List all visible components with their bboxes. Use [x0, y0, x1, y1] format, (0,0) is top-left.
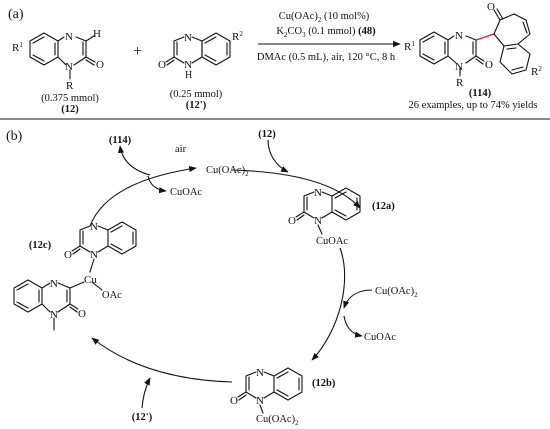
- product-114-atom-o-top: O: [487, 1, 495, 13]
- intermediate-12b-structure: [237, 367, 303, 414]
- product-114-atom-n-bottom: N: [455, 61, 463, 73]
- cycle-cuoac2-right: Cu(OAc)2: [375, 286, 418, 299]
- panel-b-label: (b): [6, 129, 23, 144]
- product-114-atom-o: O: [485, 59, 493, 71]
- condition-solvent: DMAc (0.5 mL), air, 120 °C, 8 h: [257, 52, 396, 63]
- intermediate-12a-atom-n-bottom: N: [314, 215, 322, 227]
- reactant-12-atom-n-bottom: N: [65, 61, 73, 73]
- intermediate-12b-ref: (12b): [312, 378, 336, 389]
- product-114-summary: 26 examples, up to 74% yields: [409, 100, 538, 111]
- intermediate-12b-cuoac2: Cu(OAc)2: [256, 414, 299, 427]
- branch-arrow-12p-in: [141, 377, 151, 409]
- reactant-12p-amount: (0.25 mmol): [170, 89, 223, 100]
- intermediate-12b-atom-n-top: N: [256, 367, 264, 379]
- product-114-r2-group: R2: [531, 65, 542, 78]
- intermediate-12c-atom-n-mid: N: [90, 249, 98, 261]
- reactant-12-ref: (12): [61, 104, 79, 115]
- intermediate-12c-atom-n-top: N: [90, 221, 98, 233]
- product-114-structure: [419, 8, 531, 77]
- cycle-product-114: (114): [109, 135, 132, 146]
- reactant-12-atom-h: H: [93, 28, 101, 40]
- intermediate-12b-atom-n-bottom: N: [256, 395, 264, 407]
- condition-catalyst: Cu(OAc)2 (10 mol%): [279, 11, 370, 24]
- intermediate-12c-atom-o-top: O: [64, 249, 72, 261]
- reactant-12p-r2-group: R2: [232, 30, 243, 43]
- reactant-12p-atom-nh: N: [184, 59, 192, 71]
- branch-arrow-12-in: [267, 139, 289, 173]
- intermediate-12b-atom-o: O: [230, 395, 238, 407]
- branch-arrow-cuoac-out: [343, 315, 363, 338]
- intermediate-12c-oac: OAc: [102, 290, 122, 301]
- intermediate-12a-cuoac: CuOAc: [316, 236, 348, 247]
- cycle-cuoac2-top: Cu(OAc)2: [206, 165, 249, 178]
- reactant-12-amount: (0.375 mmol): [41, 93, 99, 104]
- intermediate-12a-atom-n-top: N: [314, 187, 322, 199]
- branch-arrow-cuoac-top: [147, 175, 167, 194]
- reactant-12p-atom-h: H: [185, 70, 192, 81]
- intermediate-12c-ref: (12c): [29, 240, 52, 251]
- intermediate-12c-cu: Cu: [84, 274, 97, 286]
- cycle-arc-top-left: [89, 165, 197, 227]
- intermediate-12c-atom-o-bottom: O: [78, 308, 86, 320]
- product-114-ref: (114): [469, 88, 492, 99]
- cycle-reagent-12p: (12'): [132, 412, 153, 423]
- product-114-r-group: R: [456, 77, 464, 89]
- intermediate-12c-atom-n-lower: N: [50, 278, 58, 290]
- cycle-reagent-12: (12): [258, 129, 276, 140]
- cycle-cuoac-top: CuOAc: [170, 187, 202, 198]
- reactant-12p-structure: [165, 32, 231, 66]
- cycle-air: air: [175, 144, 187, 155]
- cycle-arc-bottom: [91, 337, 233, 383]
- intermediate-12a-structure: [295, 187, 361, 235]
- intermediate-12a-atom-o: O: [288, 215, 296, 227]
- cycle-cuoac-right: CuOAc: [364, 332, 396, 343]
- reactant-12p-atom-o: O: [158, 59, 166, 71]
- intermediate-12c-atom-n-bottom: N: [50, 309, 58, 321]
- condition-base: K2CO3 (0.1 mmol) (48): [276, 26, 376, 39]
- intermediate-12a-ref: (12a): [372, 201, 395, 212]
- panel-a-label: (a): [8, 7, 24, 22]
- product-114-r1-group: R1: [404, 40, 415, 53]
- product-114-atom-n-top: N: [455, 30, 463, 42]
- cycle-arc-top-right: [231, 169, 361, 209]
- reactant-12-r-group: R: [66, 80, 74, 92]
- reactant-12p-atom-n: N: [184, 32, 192, 44]
- reactant-12-atom-o: O: [96, 59, 104, 71]
- reactant-12-atom-n-top: N: [65, 31, 73, 43]
- reactant-12-structure: [29, 32, 96, 80]
- plus-sign: +: [133, 43, 142, 60]
- reactant-12p-ref: (12'): [186, 100, 207, 111]
- branch-arrow-cuoac2-in: [343, 289, 373, 309]
- reactant-12-r1-group: R1: [12, 41, 23, 54]
- intermediate-12c-structure: [13, 221, 137, 331]
- branch-arrow-114-out: [117, 145, 151, 176]
- cycle-arc-right: [311, 247, 346, 361]
